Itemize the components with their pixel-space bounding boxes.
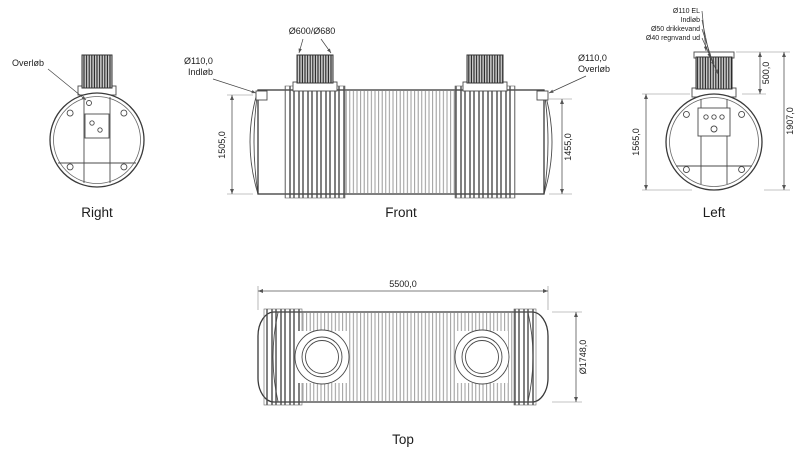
front-inlet-name-label: Indløb bbox=[188, 67, 213, 77]
front-left-dome bbox=[249, 89, 259, 195]
front-rib-band-left bbox=[284, 85, 346, 199]
left-pipe-callouts: Ø110 EL Indløb Ø50 drikkevand Ø40 regnva… bbox=[646, 8, 719, 75]
left-dim-total: 1907,0 bbox=[764, 51, 795, 191]
front-cap-label: Ø600/Ø680 bbox=[289, 26, 336, 36]
right-view-title: Right bbox=[81, 205, 113, 220]
front-dim-left-text: 1505,0 bbox=[217, 131, 227, 159]
view-left: Ø110 EL Indløb Ø50 drikkevand Ø40 regnva… bbox=[631, 8, 795, 220]
front-dim-right: 1455,0 bbox=[549, 98, 573, 195]
front-right-dome bbox=[543, 89, 553, 195]
left-callout-drikkevand: Ø50 drikkevand bbox=[651, 26, 700, 33]
front-overflow-callout: Ø110,0 Overløb bbox=[548, 53, 610, 94]
left-tank-inner-outline bbox=[669, 97, 759, 187]
top-dim-diameter-text: Ø1748,0 bbox=[578, 340, 588, 375]
top-dim-length: 5500,0 bbox=[257, 279, 549, 310]
front-right-cap-icon bbox=[466, 54, 504, 84]
top-rib-band-right bbox=[513, 308, 537, 406]
left-view-title: Left bbox=[703, 205, 726, 220]
left-dim-tank: 1565,0 bbox=[631, 93, 692, 191]
right-overlob-label: Overløb bbox=[12, 58, 44, 68]
view-front: Ø600/Ø680 Ø110,0 Indløb Ø110,0 Overløb 1… bbox=[184, 26, 610, 220]
front-overflow-dia-label: Ø110,0 bbox=[578, 53, 607, 63]
right-tank-inner-outline bbox=[53, 96, 141, 184]
right-tank-outline bbox=[49, 92, 145, 188]
view-top: 5500,0 Ø1748,0 Top bbox=[257, 279, 588, 447]
front-dim-right-text: 1455,0 bbox=[563, 133, 573, 161]
front-left-cap-icon bbox=[296, 54, 334, 84]
left-callout-regnvand: Ø40 regnvand ud bbox=[646, 35, 700, 42]
right-internal-structure bbox=[58, 97, 136, 183]
left-threaded-cap-icon bbox=[695, 56, 733, 90]
front-inlet-callout: Ø110,0 Indløb bbox=[184, 56, 257, 94]
front-inlet-stub bbox=[255, 90, 268, 101]
front-cap-callout: Ø600/Ø680 bbox=[289, 26, 336, 54]
left-dim-cap-text: 500,0 bbox=[761, 62, 771, 85]
top-manhole-right bbox=[454, 329, 510, 385]
left-dim-cap: 500,0 bbox=[736, 51, 771, 95]
left-dim-tank-text: 1565,0 bbox=[631, 128, 641, 156]
left-internal-structure bbox=[676, 99, 752, 184]
right-flange-bolt-slots bbox=[66, 109, 128, 171]
left-flange-bolt-slots bbox=[682, 110, 746, 174]
top-dim-length-text: 5500,0 bbox=[389, 279, 417, 289]
top-dim-diameter: Ø1748,0 bbox=[552, 311, 588, 403]
front-inlet-dia-label: Ø110,0 bbox=[184, 56, 213, 66]
top-view-title: Top bbox=[392, 432, 414, 447]
front-overflow-name-label: Overløb bbox=[578, 64, 610, 74]
front-rib-band-right bbox=[454, 85, 516, 199]
left-dim-total-text: 1907,0 bbox=[785, 107, 795, 135]
view-right: Overløb Right bbox=[12, 54, 145, 220]
right-overlob-leader bbox=[47, 68, 87, 101]
front-dim-left: 1505,0 bbox=[217, 94, 253, 195]
left-callout-indlob: Indløb bbox=[681, 17, 701, 24]
front-fine-corrugation bbox=[345, 91, 455, 193]
right-threaded-cap-icon bbox=[81, 54, 113, 89]
left-callout-el: Ø110 EL bbox=[673, 8, 700, 15]
top-manhole-left bbox=[294, 329, 350, 385]
front-view-title: Front bbox=[385, 205, 417, 220]
front-overflow-stub bbox=[536, 90, 549, 101]
